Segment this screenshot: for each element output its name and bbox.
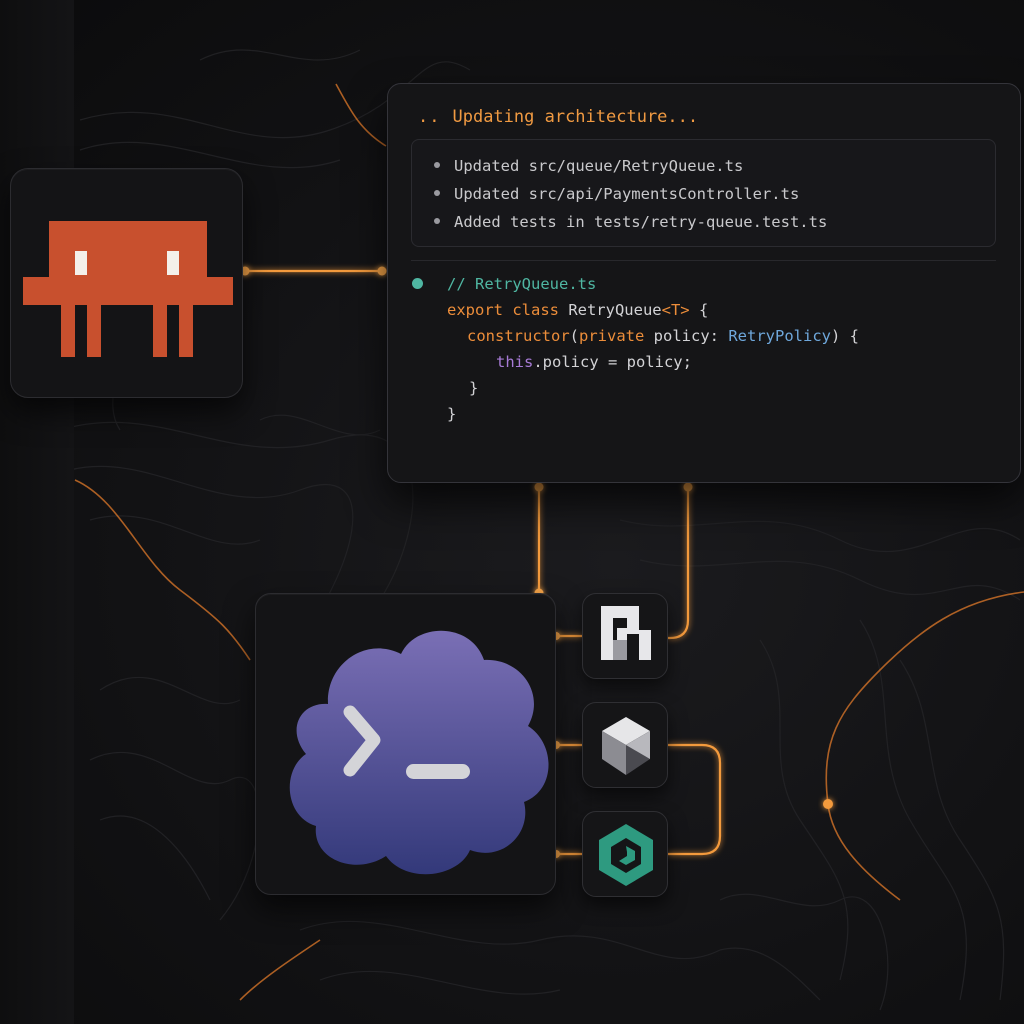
list-item: Added tests in tests/retry-queue.test.ts: [434, 213, 827, 231]
changed-files-list: Updated src/queue/RetryQueue.ts Updated …: [411, 139, 996, 247]
bullet-icon: [434, 217, 440, 224]
crystal-cube-app-tile[interactable]: [582, 702, 668, 788]
status-line: .. Updating architecture...: [418, 107, 698, 127]
green-hex-app-tile[interactable]: [582, 811, 668, 897]
bullet-icon: [434, 161, 440, 168]
file-item-text: Updated src/queue/RetryQueue.ts: [454, 157, 744, 175]
cloud-terminal-icon: [289, 630, 549, 875]
list-item: Updated src/queue/RetryQueue.ts: [434, 157, 743, 175]
code-line-3: constructor(private policy: RetryPolicy)…: [467, 327, 859, 345]
code-line-6: }: [447, 405, 457, 423]
file-item-text: Added tests in tests/retry-queue.test.ts: [454, 213, 828, 231]
cloud-terminal-app-tile[interactable]: [255, 593, 556, 895]
file-item-text: Updated src/api/PaymentsController.ts: [454, 185, 800, 203]
pixel-robot-icon: [23, 221, 233, 357]
code-status-dot: [412, 278, 423, 289]
code-line-1: // RetryQueue.ts: [447, 275, 597, 293]
terminal-panel: .. Updating architecture... Updated src/q…: [387, 83, 1021, 483]
code-line-5: }: [469, 379, 479, 397]
pixel-letter-icon: [601, 606, 651, 660]
pixel-letter-app-tile[interactable]: [582, 593, 668, 679]
robot-app-tile[interactable]: [10, 168, 243, 398]
crystal-cube-icon: [602, 717, 650, 775]
status-text: Updating architecture...: [452, 107, 699, 127]
left-edge-strip: [0, 0, 74, 1024]
code-line-2: export class RetryQueue<T> {: [447, 301, 709, 319]
green-hex-icon: [599, 824, 653, 886]
divider: [411, 260, 996, 261]
status-dots: ..: [418, 107, 441, 127]
bullet-icon: [434, 189, 440, 196]
code-line-4: this.policy = policy;: [496, 353, 692, 371]
list-item: Updated src/api/PaymentsController.ts: [434, 185, 799, 203]
